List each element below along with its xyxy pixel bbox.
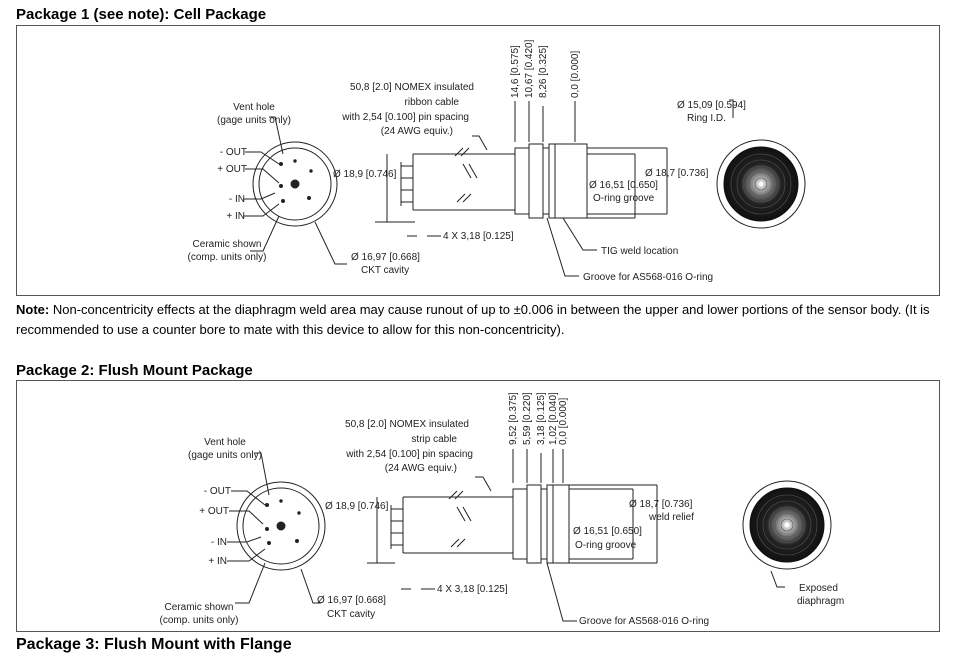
- dia-cavity-label: Ø 16,97 [0.668]: [351, 252, 420, 263]
- groove-label: Groove for AS568-016 O-ring: [579, 616, 709, 627]
- cable-line-3: with 2,54 [0.100] pin spacing: [341, 112, 469, 123]
- pin-minus-out: - OUT: [204, 486, 231, 497]
- pin-plus-out: + OUT: [217, 164, 247, 175]
- weld-relief-label: weld relief: [648, 512, 694, 523]
- ceramic-sub: (comp. units only): [188, 252, 267, 263]
- cable-line-2: strip cable: [411, 434, 457, 445]
- note-text: Non-concentricity effects at the diaphra…: [16, 302, 930, 337]
- cable-line-3: with 2,54 [0.100] pin spacing: [345, 449, 473, 460]
- vent-hole-label: Vent hole: [233, 102, 275, 113]
- pin-spacing-label: 4 X 3,18 [0.125]: [443, 231, 514, 242]
- cable-line-4: (24 AWG equiv.): [385, 463, 457, 474]
- vertical-dim-1: 14,6 [0.575]: [510, 45, 521, 98]
- vertical-dim-1: 9,52 [0.375]: [508, 392, 519, 445]
- vertical-dim-4: 1,02 [0.040]: [548, 392, 559, 445]
- vertical-dim-3: 3,18 [0.125]: [536, 392, 547, 445]
- vertical-dim-4: 0,0 [0.000]: [570, 51, 581, 98]
- vent-hole-sub: (gage units only): [217, 115, 291, 126]
- pin-spacing-label: 4 X 3,18 [0.125]: [437, 584, 508, 595]
- dia-cavity-sub: CKT cavity: [327, 609, 375, 620]
- cable-line-4: (24 AWG equiv.): [381, 126, 453, 137]
- vertical-dim-3: 8,26 [0.325]: [538, 45, 549, 98]
- exposed-sub: diaphragm: [797, 596, 844, 607]
- vertical-dim-5: 0,0 [0.000]: [558, 398, 569, 445]
- vent-hole-dot: [290, 179, 300, 189]
- vertical-dim-2: 10,67 [0.420]: [524, 39, 535, 98]
- cable-line-1: 50,8 [2.0] NOMEX insulated: [350, 82, 474, 93]
- dia-body-label: Ø 18,9 [0.746]: [325, 501, 389, 512]
- note-label: Note:: [16, 302, 50, 317]
- package-1-drawing: Vent hole (gage units only) - OUT + OUT …: [16, 25, 940, 296]
- dia-outer-label: Ø 18,7 [0.736]: [629, 499, 693, 510]
- groove-label: Groove for AS568-016 O-ring: [583, 272, 713, 283]
- tig-weld-label: TIG weld location: [601, 246, 678, 257]
- package-1-diagram: Vent hole (gage units only) - OUT + OUT …: [188, 39, 806, 283]
- package-2-title: Package 2: Flush Mount Package: [16, 362, 253, 379]
- pin-minus-in: - IN: [211, 537, 227, 548]
- pin-plus-out: + OUT: [199, 506, 229, 517]
- oring-label: Ø 16,51 [0.650]: [573, 526, 642, 537]
- dia-body-label: Ø 18,9 [0.746]: [333, 169, 397, 180]
- oring-label: Ø 16,51 [0.650]: [589, 180, 658, 191]
- diaphragm-end-view: [716, 139, 806, 229]
- vertical-dim-2: 5,59 [0.220]: [522, 392, 533, 445]
- ceramic-sub: (comp. units only): [160, 615, 239, 626]
- cable-line-2: ribbon cable: [405, 97, 460, 108]
- package-2-drawing: Vent hole (gage units only) - OUT + OUT …: [16, 380, 940, 632]
- pin-minus-out: - OUT: [220, 147, 247, 158]
- ring-id-label: Ø 15,09 [0.594]: [677, 100, 746, 111]
- ceramic-label: Ceramic shown: [193, 239, 262, 250]
- oring-sub: O-ring groove: [593, 193, 655, 204]
- package-3-title: Package 3: Flush Mount with Flange: [16, 636, 292, 653]
- exposed-label: Exposed: [799, 583, 838, 594]
- end-view-circle: [252, 141, 338, 227]
- vent-hole-sub: (gage units only): [188, 450, 262, 461]
- cable-line-1: 50,8 [2.0] NOMEX insulated: [345, 419, 469, 430]
- dia-outer-label: Ø 18,7 [0.736]: [645, 168, 709, 179]
- ring-id-sub: Ring I.D.: [687, 113, 726, 124]
- pin-plus-in: + IN: [208, 556, 227, 567]
- package-2-diagram: Vent hole (gage units only) - OUT + OUT …: [160, 392, 845, 627]
- oring-sub: O-ring groove: [575, 540, 637, 551]
- note-paragraph: Note: Non-concentricity effects at the d…: [16, 300, 936, 340]
- vent-hole-label: Vent hole: [204, 437, 246, 448]
- pin-plus-in: + IN: [226, 211, 245, 222]
- ceramic-label: Ceramic shown: [165, 602, 234, 613]
- package-1-title: Package 1 (see note): Cell Package: [16, 6, 267, 23]
- dia-cavity-label: Ø 16,97 [0.668]: [317, 595, 386, 606]
- dia-cavity-sub: CKT cavity: [361, 265, 409, 276]
- pin-minus-in: - IN: [229, 194, 245, 205]
